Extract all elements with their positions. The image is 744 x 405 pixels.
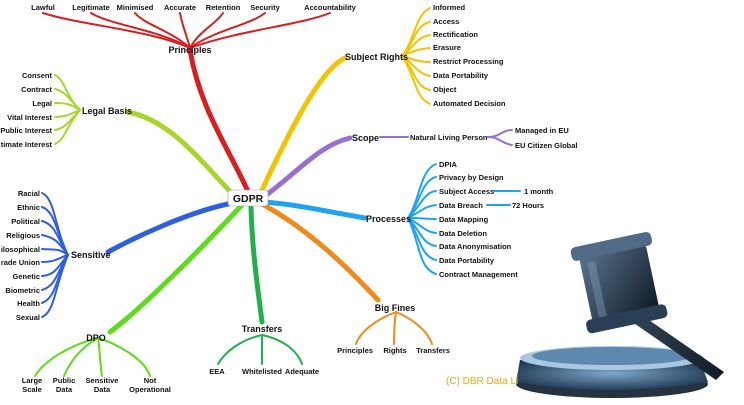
- hub-processes: Processes: [366, 214, 411, 224]
- leaf-contract: Contract: [21, 85, 52, 94]
- leaf-data-breach: Data Breach: [439, 201, 483, 210]
- sensitive-labels: Sensitive Racial Ethnic Political Religi…: [1, 189, 111, 322]
- leaf-object: Object: [433, 85, 457, 94]
- legal-basis-labels: Legal Basis Consent Contract Legal Vital…: [0, 71, 132, 149]
- leaf-accountability: Accountability: [304, 3, 357, 12]
- leaf-eu-citizen-global: EU Citizen Global: [515, 141, 578, 150]
- dpo-labels: DPO Large Scale Public Data Sensitive Da…: [22, 333, 171, 394]
- branch-processes: [262, 163, 521, 275]
- leaf-racial: Racial: [18, 189, 40, 198]
- root-node: GDPR: [227, 189, 269, 207]
- principles-labels: Principles Lawful Legitimate Minimised A…: [31, 3, 357, 55]
- scope-labels: Scope Natural Living Person Managed in E…: [352, 126, 578, 150]
- leaf-erasure: Erasure: [433, 43, 461, 52]
- leaf-sensitive-data-line1: Sensitive: [86, 376, 119, 385]
- leaf-managed-in-eu: Managed in EU: [515, 126, 569, 135]
- leaf-privacy-by-design: Privacy by Design: [439, 173, 504, 182]
- leaf-one-month: 1 month: [524, 187, 554, 196]
- root-node-box: [227, 189, 269, 207]
- subject-rights-labels: Subject Rights Informed Access Rectifica…: [345, 3, 506, 108]
- leaf-natural-living-person: Natural Living Person: [410, 133, 488, 142]
- leaf-religious: Religious: [6, 231, 40, 240]
- branch-big-fines: [259, 201, 433, 345]
- hub-sensitive: Sensitive: [71, 250, 111, 260]
- leaf-genetic: Genetic: [12, 272, 40, 281]
- leaf-eea: EEA: [209, 367, 225, 376]
- leaf-restrict-processing: Restrict Processing: [433, 57, 504, 66]
- leaf-biometric: Biometric: [5, 286, 40, 295]
- leaf-minimised: Minimised: [117, 3, 154, 12]
- leaf-public-data-line1: Public: [53, 376, 76, 385]
- leaf-consent: Consent: [22, 71, 53, 80]
- leaf-data-anonymisation: Data Anonymisation: [439, 242, 512, 251]
- leaf-vital-interest: Vital Interest: [7, 113, 52, 122]
- branch-principles: [42, 12, 331, 199]
- leaf-sexual: Sexual: [16, 313, 40, 322]
- gavel-illustration: [516, 231, 724, 398]
- hub-principles: Principles: [168, 45, 211, 55]
- leaf-whitelisted: Whitelisted: [242, 367, 282, 376]
- leaf-informed: Informed: [433, 3, 466, 12]
- leaf-data-mapping: Data Mapping: [439, 215, 489, 224]
- leaf-ethnic: Ethnic: [17, 203, 40, 212]
- leaf-trade-union: rade Union: [1, 258, 41, 267]
- leaf-subject-access: Subject Access: [439, 187, 494, 196]
- branch-scope: [262, 129, 513, 199]
- leaf-public-interest: Public Interest: [0, 126, 52, 135]
- branch-dpo: [34, 202, 245, 377]
- transfers-labels: Transfers EEA Whitelisted Adequate: [209, 324, 319, 376]
- root-label: GDPR: [233, 193, 264, 205]
- hub-transfers: Transfers: [242, 324, 283, 334]
- leaf-not-operational-line2: Operational: [129, 385, 171, 394]
- leaf-data-deletion: Data Deletion: [439, 229, 487, 238]
- leaf-fine-principles: Principles: [337, 346, 373, 355]
- hub-legal-basis: Legal Basis: [82, 106, 132, 116]
- hub-scope: Scope: [352, 133, 379, 143]
- leaf-rectification: Rectification: [433, 30, 478, 39]
- branch-subject-rights: [259, 7, 431, 193]
- leaf-health: Health: [17, 299, 40, 308]
- leaf-security: Security: [250, 3, 280, 12]
- branch-legal-basis: [54, 74, 241, 203]
- leaf-contract-management: Contract Management: [439, 270, 518, 279]
- leaf-large-scale-line1: Large: [22, 376, 42, 385]
- leaf-adequate: Adequate: [285, 367, 319, 376]
- leaf-retention: Retention: [206, 3, 241, 12]
- branch-sensitive: [41, 192, 241, 318]
- leaf-fine-rights: Rights: [383, 346, 406, 355]
- hub-big-fines: Big Fines: [375, 303, 416, 313]
- leaf-72-hours: 72 Hours: [512, 201, 544, 210]
- leaf-large-scale-line2: Scale: [22, 385, 42, 394]
- hub-dpo: DPO: [86, 333, 106, 343]
- leaf-data-portability: Data Portability: [433, 71, 489, 80]
- leaf-access: Access: [433, 17, 459, 26]
- leaf-data-portability-process: Data Portability: [439, 256, 495, 265]
- leaf-sensitive-data-line2: Data: [94, 385, 111, 394]
- leaf-public-data-line2: Data: [56, 385, 73, 394]
- leaf-not-operational-line1: Not: [144, 376, 157, 385]
- big-fines-labels: Big Fines Principles Rights Transfers: [337, 303, 450, 355]
- leaf-fine-transfers: Transfers: [416, 346, 450, 355]
- branch-transfers: [217, 204, 303, 365]
- leaf-philosophical: ilosophical: [1, 245, 40, 254]
- leaf-lawful: Lawful: [31, 3, 55, 12]
- leaf-legal: Legal: [32, 99, 52, 108]
- leaf-automated-decision: Automated Decision: [433, 99, 506, 108]
- leaf-legitimate: Legitimate: [72, 3, 110, 12]
- leaf-dpia: DPIA: [439, 160, 458, 169]
- leaf-political: Political: [11, 217, 40, 226]
- watermark: (C) DBR Data Li: [446, 376, 518, 387]
- leaf-accurate: Accurate: [164, 3, 196, 12]
- leaf-legitimate-interest: timate Interest: [1, 140, 53, 149]
- hub-subject-rights: Subject Rights: [345, 52, 408, 62]
- processes-labels: Processes DPIA Privacy by Design Subject…: [366, 160, 554, 279]
